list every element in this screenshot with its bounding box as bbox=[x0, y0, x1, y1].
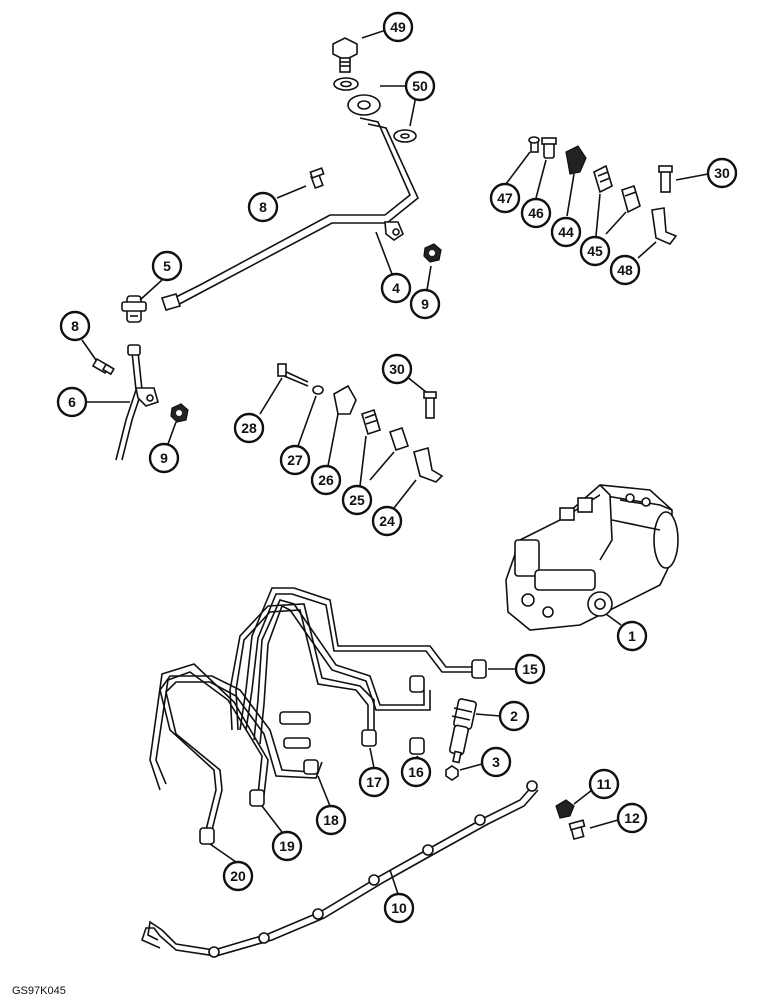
callout-27: 27 bbox=[279, 444, 311, 476]
callout-18: 18 bbox=[315, 804, 347, 836]
callout-16: 16 bbox=[400, 756, 432, 788]
callout-label: 10 bbox=[391, 900, 407, 916]
leader-lines bbox=[81, 29, 709, 895]
part-2-injector bbox=[449, 698, 477, 764]
part-44-clamp bbox=[565, 145, 587, 175]
callout-2: 2 bbox=[498, 700, 530, 732]
callout-3: 3 bbox=[480, 746, 512, 778]
callout-label: 6 bbox=[68, 394, 76, 410]
callout-label: 3 bbox=[492, 754, 500, 770]
callout-5: 5 bbox=[151, 250, 183, 282]
callout-48: 48 bbox=[609, 254, 641, 286]
callout-label: 48 bbox=[617, 262, 633, 278]
callout-30: 30 bbox=[381, 353, 413, 385]
part-6-leakoff-pipe bbox=[115, 344, 159, 461]
callout-label: 4 bbox=[392, 280, 400, 296]
callout-20: 20 bbox=[222, 860, 254, 892]
part-46-bolt bbox=[541, 137, 557, 159]
callout-8: 8 bbox=[247, 191, 279, 223]
part-30-bolt-lower bbox=[423, 391, 437, 419]
callout-label: 26 bbox=[318, 472, 334, 488]
part-12-bolt bbox=[568, 819, 586, 841]
callout-6: 6 bbox=[56, 386, 88, 418]
callout-4: 4 bbox=[380, 272, 412, 304]
callout-label: 18 bbox=[323, 812, 339, 828]
part-9-nut-upper bbox=[423, 243, 442, 263]
callout-45: 45 bbox=[579, 235, 611, 267]
callout-25: 25 bbox=[341, 484, 373, 516]
callout-label: 2 bbox=[510, 708, 518, 724]
part-1-injection-pump bbox=[505, 484, 679, 631]
callout-44: 44 bbox=[550, 216, 582, 248]
callout-label: 9 bbox=[421, 296, 429, 312]
injector-pipe-bundle bbox=[149, 587, 487, 845]
part-48-bracket bbox=[651, 207, 678, 245]
part-11-clip bbox=[555, 799, 575, 819]
callout-label: 9 bbox=[160, 450, 168, 466]
callout-label: 49 bbox=[390, 19, 406, 35]
callout-46: 46 bbox=[520, 197, 552, 229]
callout-1: 1 bbox=[616, 620, 648, 652]
callout-label: 12 bbox=[624, 810, 640, 826]
callout-24: 24 bbox=[371, 505, 403, 537]
part-8-bolt-upper bbox=[309, 167, 325, 190]
callout-label: 28 bbox=[241, 420, 257, 436]
part-27-washer bbox=[312, 385, 324, 395]
part-5-banjo bbox=[121, 295, 147, 323]
callout-19: 19 bbox=[271, 830, 303, 862]
callout-label: 1 bbox=[628, 628, 636, 644]
callout-50: 50 bbox=[404, 70, 436, 102]
callout-label: 47 bbox=[497, 190, 513, 206]
callout-9: 9 bbox=[148, 442, 180, 474]
callout-12: 12 bbox=[616, 802, 648, 834]
part-8-bolt-lower bbox=[91, 357, 115, 376]
callout-9: 9 bbox=[409, 288, 441, 320]
part-26-clamp bbox=[333, 384, 357, 415]
callout-label: 30 bbox=[389, 361, 405, 377]
callout-17: 17 bbox=[358, 766, 390, 798]
part-49-bolt bbox=[332, 37, 358, 73]
part-3-washer bbox=[445, 765, 459, 781]
callout-label: 8 bbox=[259, 199, 267, 215]
figure-reference: GS97K045 bbox=[12, 985, 66, 997]
callout-11: 11 bbox=[588, 768, 620, 800]
callout-label: 15 bbox=[522, 661, 538, 677]
callout-label: 5 bbox=[163, 258, 171, 274]
callout-label: 50 bbox=[412, 78, 428, 94]
callout-label: 17 bbox=[366, 774, 382, 790]
part-9-nut-lower bbox=[170, 403, 189, 423]
callout-10: 10 bbox=[383, 892, 415, 924]
part-10-leakoff-rail bbox=[141, 780, 539, 958]
part-45-grommet bbox=[593, 164, 641, 214]
callout-26: 26 bbox=[310, 464, 342, 496]
callout-47: 47 bbox=[489, 182, 521, 214]
callout-28: 28 bbox=[233, 412, 265, 444]
callout-label: 11 bbox=[597, 776, 612, 792]
part-50-washers bbox=[333, 77, 417, 143]
callout-label: 25 bbox=[349, 492, 365, 508]
callout-label: 27 bbox=[287, 452, 303, 468]
callout-8: 8 bbox=[59, 310, 91, 342]
part-4-leakoff-pipe bbox=[160, 94, 419, 311]
callout-label: 44 bbox=[558, 224, 574, 240]
callout-label: 30 bbox=[714, 165, 730, 181]
callout-label: 46 bbox=[528, 205, 544, 221]
callout-30: 30 bbox=[706, 157, 738, 189]
part-25-grommet bbox=[361, 408, 410, 452]
part-30-bolt-upper bbox=[658, 165, 673, 193]
callout-label: 24 bbox=[379, 513, 395, 529]
part-28-bolt bbox=[277, 363, 309, 387]
callout-label: 8 bbox=[71, 318, 79, 334]
part-24-bracket bbox=[413, 446, 444, 483]
callout-label: 20 bbox=[230, 868, 246, 884]
callout-15: 15 bbox=[514, 653, 546, 685]
part-47-screw bbox=[528, 136, 540, 153]
callout-49: 49 bbox=[382, 11, 414, 43]
callout-label: 16 bbox=[408, 764, 424, 780]
callout-label: 19 bbox=[279, 838, 295, 854]
callout-label: 45 bbox=[587, 243, 603, 259]
